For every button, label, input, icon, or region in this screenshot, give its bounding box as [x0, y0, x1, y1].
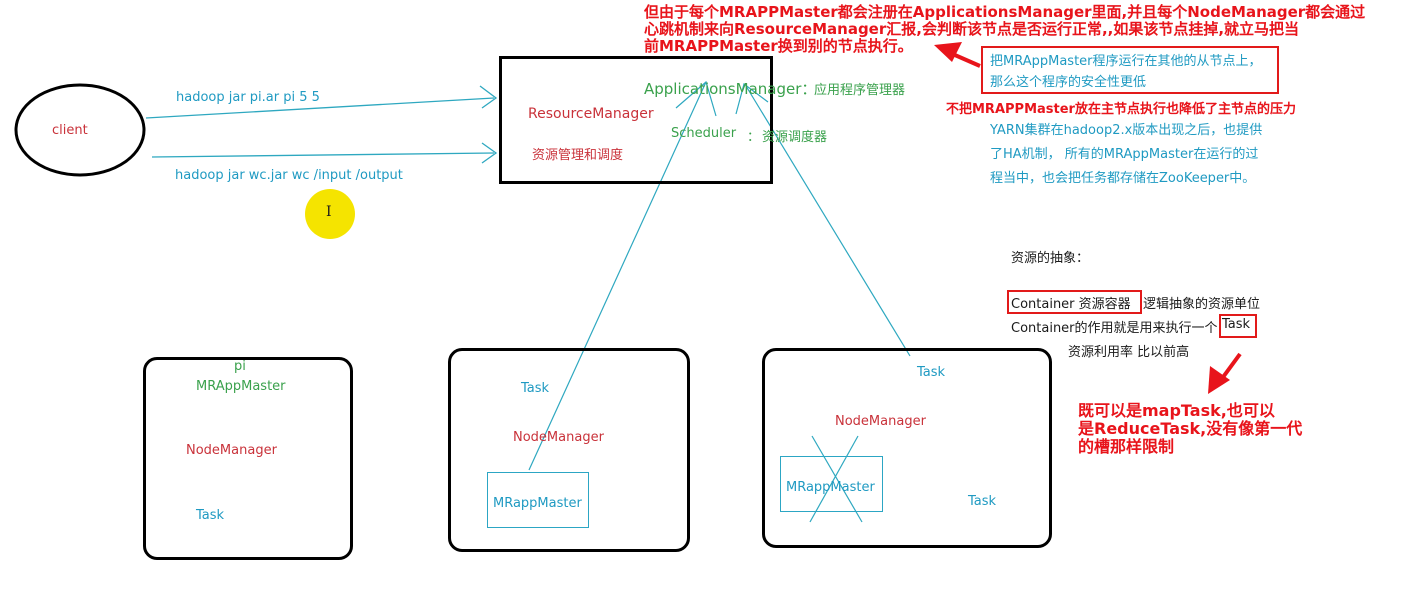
node3-mrappmaster: MRappMaster: [786, 480, 875, 495]
node3-nodemanager: NodeManager: [835, 414, 926, 429]
pi-command-label: hadoop jar pi.ar pi 5 5: [176, 90, 320, 105]
node3-to-appmanager-arrow: [735, 82, 911, 357]
scheduler-label: Scheduler: [671, 126, 737, 141]
wc-command-label: hadoop jar wc.jar wc /input /output: [175, 168, 403, 183]
boxed-note-line-2: 那么这个程序的安全性更低: [990, 75, 1147, 90]
boxed-note-text: 把MRAppMaster程序运行在其他的从节点上， 那么这个程序的安全性更低: [990, 51, 1262, 93]
applications-manager-desc: 应用程序管理器: [814, 83, 906, 98]
yarn-ha-note: YARN集群在hadoop2.x版本出现之后，也提供 了HA机制， 所有的MRA…: [990, 119, 1262, 191]
map-reduce-note: 既可以是mapTask,也可以 是ReduceTask,没有像第一代 的槽那样限…: [1078, 402, 1302, 456]
top-red-line-2: 心跳机制来向ResourceManager汇报,会判断该节点是否运行正常,,如果…: [644, 20, 1300, 38]
resource-manager-box: [499, 56, 773, 184]
boxed-note-frame: [981, 46, 1279, 94]
map-reduce-line-3: 的槽那样限制: [1078, 437, 1175, 456]
top-red-line-1: 但由于每个MRAPPMaster都会注册在ApplicationsManager…: [644, 3, 1366, 21]
abstraction-title: 资源的抽象：: [1011, 251, 1090, 266]
node3-task-bottom: Task: [968, 494, 997, 509]
pi-command-arrow: [145, 85, 498, 119]
task-word-frame: [1219, 314, 1257, 338]
node1-nodemanager: NodeManager: [186, 443, 277, 458]
cursor-highlight: [305, 189, 355, 239]
yarn-ha-line-1: YARN集群在hadoop2.x版本出现之后，也提供: [990, 123, 1263, 138]
wc-command-arrow: [151, 142, 498, 164]
crossed-out-mark: [809, 435, 863, 523]
yarn-ha-line-3: 程当中，也会把任务都存储在ZooKeeper中。: [990, 171, 1256, 186]
node1-task: Task: [196, 508, 225, 523]
node2-box: [448, 348, 690, 552]
node3-mrappmaster-container: [780, 456, 883, 512]
container-label: Container 资源容器: [1011, 297, 1131, 312]
node2-mrappmaster: MRappMaster: [493, 496, 582, 511]
top-red-line-3: 前MRAPPMaster换到别的节点执行。: [644, 37, 913, 55]
top-red-annotation: 但由于每个MRAPPMaster都会注册在ApplicationsManager…: [644, 4, 1365, 55]
node2-nodemanager: NodeManager: [513, 430, 604, 445]
scheduler-desc: 资源调度器: [762, 130, 828, 145]
client-node: [14, 83, 146, 177]
scheduler-separator: ：: [747, 130, 761, 145]
map-reduce-line-2: 是ReduceTask,没有像第一代: [1078, 419, 1303, 438]
container-role: Container的作用就是用来执行一个: [1011, 321, 1218, 336]
node3-task-top: Task: [917, 365, 946, 380]
node1-mrappmaster: MRAppMaster: [196, 379, 286, 394]
text-cursor-icon: I: [326, 204, 332, 220]
container-label-frame: [1007, 290, 1142, 314]
red-arrow-to-task: [1208, 352, 1242, 394]
node1-pi-label: pi: [234, 359, 246, 374]
yarn-ha-line-2: 了HA机制， 所有的MRAppMaster在运行的过: [990, 147, 1259, 162]
node1-box: [143, 357, 353, 560]
red-arrow-to-boxed-note: [934, 42, 981, 68]
node2-mrappmaster-container: [487, 472, 589, 528]
map-reduce-line-1: 既可以是mapTask,也可以: [1078, 401, 1275, 420]
node3-box: [762, 348, 1052, 548]
container-desc: 逻辑抽象的资源单位: [1143, 297, 1261, 312]
client-label: client: [52, 123, 88, 138]
pressure-note: 不把MRAPPMaster放在主节点执行也降低了主节点的压力: [946, 102, 1296, 117]
boxed-note-line-1: 把MRAppMaster程序运行在其他的从节点上，: [990, 54, 1262, 69]
resource-manager-subtitle: 资源管理和调度: [532, 148, 624, 163]
node2-to-appmanager-arrow: [528, 80, 717, 471]
task-word: Task: [1222, 317, 1251, 332]
resource-manager-title: ResourceManager: [528, 106, 654, 122]
node2-task: Task: [521, 381, 550, 396]
applications-manager-label: ApplicationsManager：: [644, 80, 817, 98]
utilization-note: 资源利用率 比以前高: [1068, 345, 1190, 360]
